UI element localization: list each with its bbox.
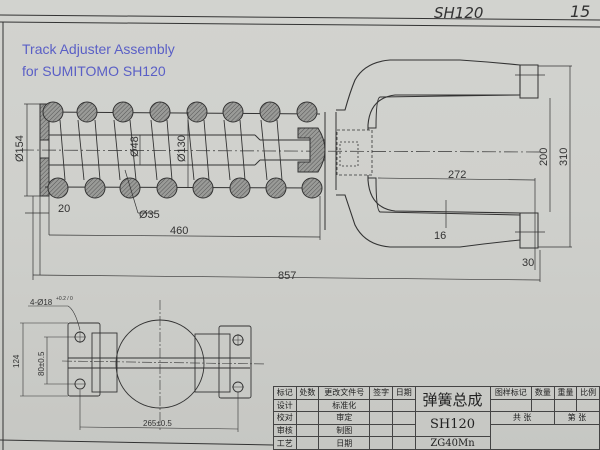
tb-model: SH120	[414, 411, 491, 438]
dim-height: 124	[12, 354, 21, 368]
drawing-caption: Track Adjuster Assembly for SUMITOMO SH1…	[22, 38, 175, 82]
tb-role: 设计	[273, 398, 297, 413]
dim-flange-thickness: 20	[58, 203, 70, 215]
dim-hole-spacing-h: 265±0.5	[143, 419, 172, 428]
dim-yoke-end: 30	[522, 257, 534, 269]
tb-field: 标准化	[318, 398, 371, 413]
tb-field: 审定	[318, 411, 371, 425]
dim-overall-length: 857	[278, 270, 296, 282]
dim-hole-spacing-v: 80±0.5	[37, 351, 46, 376]
tb-right-header: 比例	[576, 386, 600, 400]
dim-spring-diameter: Ø130	[176, 135, 188, 162]
caption-line-2: for SUMITOMO SH120	[22, 63, 166, 79]
tb-part-name: 弹簧总成	[414, 385, 491, 413]
tb-role: 工艺	[273, 436, 297, 450]
handwritten-model: SH120	[434, 4, 484, 22]
tb-right-header: 数量	[531, 386, 555, 400]
tb-header: 处数	[295, 386, 320, 400]
dim-flange-diameter: Ø154	[14, 135, 26, 162]
tb-role: 审核	[273, 423, 297, 438]
dim-yoke-outer-width: 310	[558, 148, 570, 166]
dim-spring-length: 460	[170, 225, 188, 237]
handwritten-page-number: 15	[570, 2, 591, 21]
dim-rod-diameter: Ø48	[129, 136, 141, 157]
dim-yoke-inner-width: 200	[538, 148, 550, 166]
caption-line-1: Track Adjuster Assembly	[22, 41, 175, 57]
dim-holes: 4-Ø18	[30, 298, 53, 307]
tb-sheet-no: 第 张	[553, 411, 600, 425]
dim-holes-tolerance: +0.2 / 0	[56, 296, 73, 302]
tb-right-header: 重量	[553, 386, 578, 400]
tb-right-header: 图样标记	[489, 386, 533, 400]
tb-role: 校对	[273, 411, 297, 425]
dim-wire-diameter: Ø35	[139, 209, 160, 221]
tb-sheet-total: 共 张	[489, 411, 555, 425]
tb-header: 签字	[369, 386, 393, 400]
dim-yoke-inner-length: 272	[448, 169, 466, 181]
tb-header: 标记	[273, 386, 297, 400]
title-block: 标记 处数 更改文件号 签字 日期 弹簧总成 图样标记 数量 重量 比例 设计 …	[273, 385, 600, 450]
dim-yoke-wall: 16	[434, 230, 446, 242]
tb-header: 更改文件号	[318, 386, 371, 400]
tb-header: 日期	[391, 386, 416, 400]
tb-field: 日期	[318, 436, 371, 450]
tb-material: ZG40Mn	[414, 436, 491, 450]
tb-field: 制图	[318, 423, 371, 438]
